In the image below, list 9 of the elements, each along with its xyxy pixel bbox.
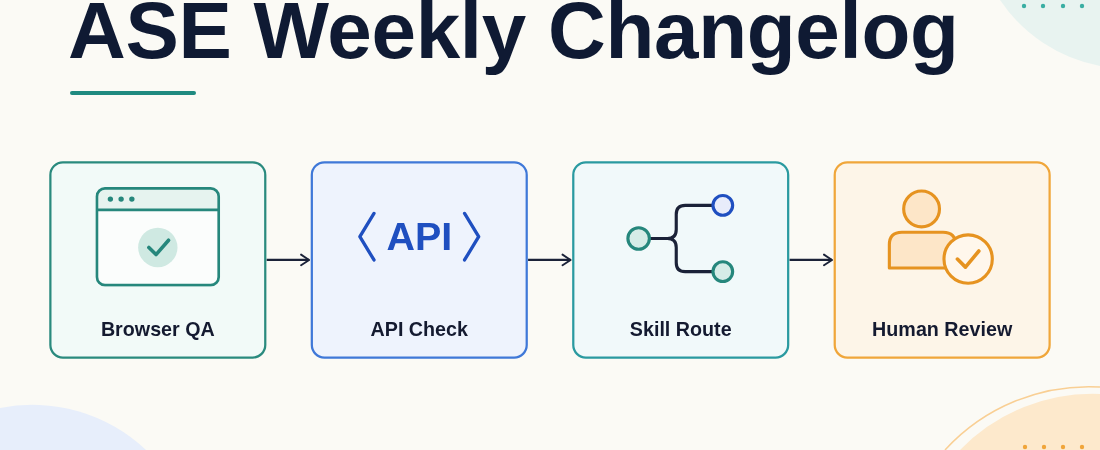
node-label: Human Review <box>872 317 1013 343</box>
arrow <box>528 253 572 267</box>
arrow <box>266 253 311 267</box>
title: ASE Weekly Changelog <box>68 0 959 77</box>
node-label: API Check <box>370 317 468 343</box>
arrow <box>789 253 833 267</box>
node-label: Skill Route <box>629 317 732 343</box>
node-label: Browser QA <box>100 317 215 343</box>
code-text: API <box>386 213 453 259</box>
